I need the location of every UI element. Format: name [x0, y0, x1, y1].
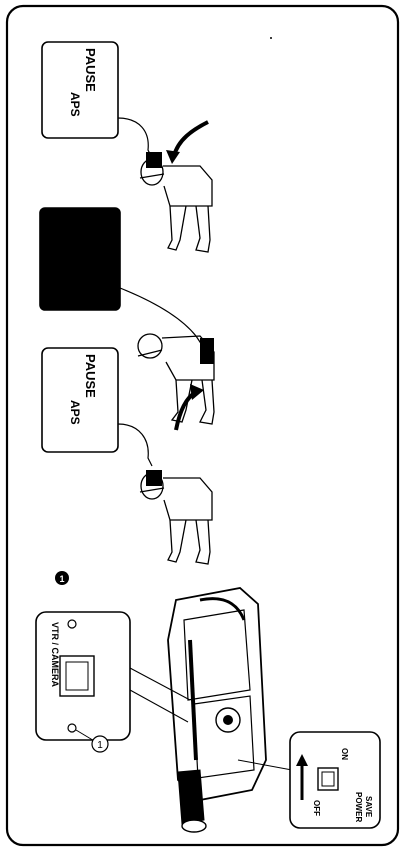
- vtr-indicator: [67, 619, 77, 629]
- callout-number: 1: [97, 740, 103, 751]
- monitor-screen-dark: [39, 207, 121, 311]
- person-figure-top: [139, 158, 213, 253]
- step-badge-number: 1: [59, 574, 64, 584]
- power-save-inset: OFF ON POWER SAVE: [289, 731, 381, 829]
- vtr-camera-inset: VTR / CAMERA 1: [35, 611, 131, 753]
- power-save-label-1: POWER: [354, 792, 363, 822]
- viewfinder: [177, 769, 205, 825]
- mode-text-lower: APS: [68, 400, 82, 425]
- outer-frame: [5, 4, 400, 847]
- speck: [270, 37, 272, 39]
- cable-middle: [119, 287, 205, 349]
- camera-held-lower: [146, 470, 162, 486]
- arrow-head-middle: [190, 384, 204, 400]
- monitor-screen-top: [41, 41, 119, 139]
- camcorder-illustration: [129, 587, 293, 833]
- power-save-switch: [317, 767, 339, 791]
- middle-scene: [39, 207, 215, 431]
- top-scene: PAUSE APS: [41, 41, 213, 253]
- step-badge: 1: [55, 571, 69, 585]
- screen-text-top: PAUSE: [83, 48, 98, 92]
- screen-text-lower: PAUSE: [83, 354, 98, 398]
- power-save-label-2: SAVE: [364, 796, 373, 818]
- camera-indicator: [67, 723, 77, 733]
- camera-held-top: [146, 152, 162, 168]
- person-figure-lower: [139, 472, 213, 565]
- vtr-camera-label: VTR / CAMERA: [50, 622, 60, 688]
- power-save-on: ON: [340, 748, 349, 760]
- arrow-head-top: [166, 150, 180, 164]
- cable-top: [117, 117, 153, 159]
- power-save-off: OFF: [312, 800, 321, 816]
- camera-held-middle: [200, 338, 214, 364]
- camcorder-body: [167, 587, 267, 801]
- rotate-arrow-top: [172, 120, 209, 157]
- monitor-screen-lower: [41, 347, 119, 453]
- lower-scene: PAUSE APS: [41, 347, 213, 565]
- cable-lower: [117, 423, 153, 467]
- mode-text-top: APS: [68, 92, 82, 117]
- callout-circle: [91, 735, 109, 753]
